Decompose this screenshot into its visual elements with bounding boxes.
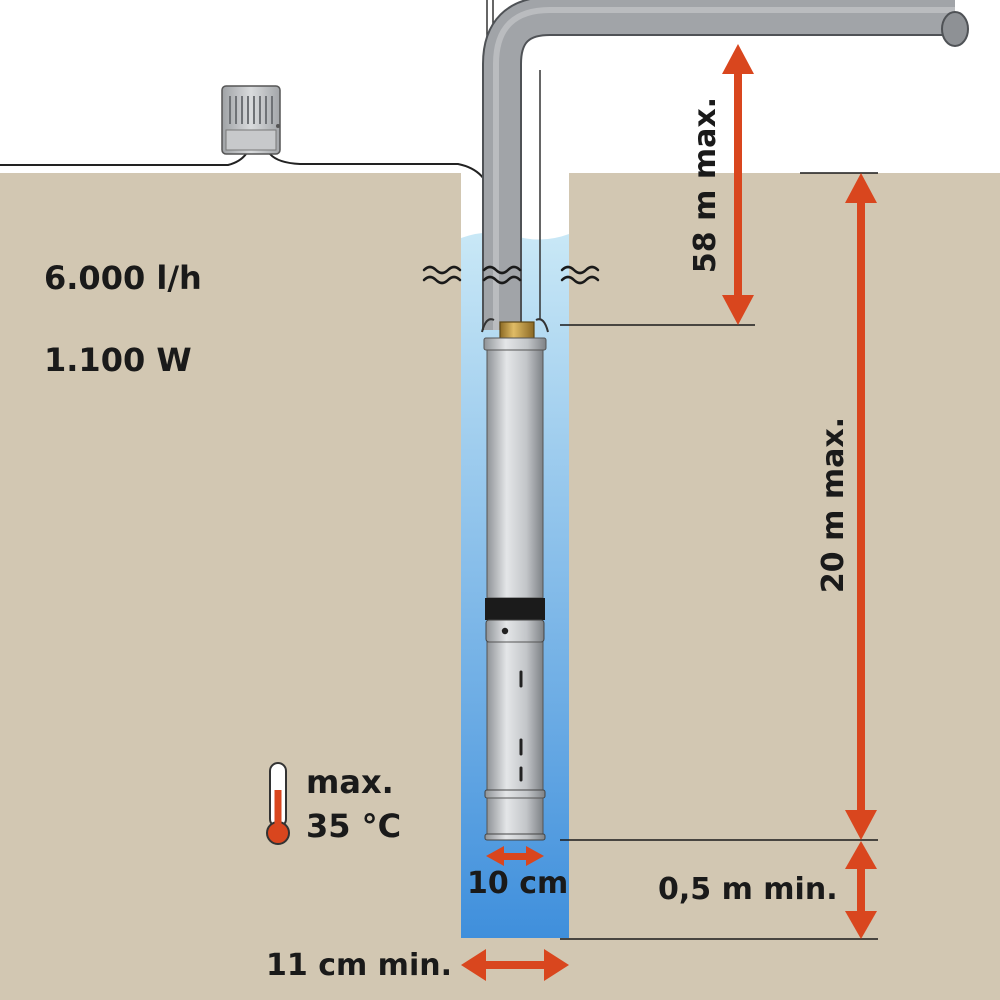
pump-motor-section (486, 641, 544, 791)
temperature-max-label: max. (306, 763, 394, 801)
min-well-diameter-label: 11 cm min. (266, 948, 452, 983)
arrow-05m (845, 841, 877, 939)
pump-intake-band (485, 598, 545, 620)
arrow-11cm (461, 949, 569, 981)
flow-rate-label: 6.000 l/h (44, 259, 202, 297)
arrow-10cm (486, 846, 544, 866)
power-label: 1.100 W (44, 341, 192, 379)
submersible-pump (481, 318, 549, 841)
water-level-marker (422, 265, 600, 285)
soil-right (569, 173, 1000, 1000)
arrow-20m (845, 173, 877, 840)
reference-lines (560, 172, 878, 940)
ground (0, 173, 1000, 1000)
min-bottom-clearance-label: 0,5 m min. (658, 872, 838, 907)
dimension-arrows (461, 44, 877, 981)
immersion-depth-label: 20 m max. (816, 416, 851, 594)
pump-diameter-label: 10 cm (467, 866, 569, 901)
control-box (221, 85, 281, 155)
temperature-value-label: 35 °C (306, 807, 402, 845)
pipe-outlet (941, 11, 969, 47)
arrow-58m (722, 44, 754, 325)
pressure-head-label: 58 m max. (688, 96, 723, 274)
thermometer-icon (266, 762, 290, 845)
pump-hydraulic-section (486, 349, 544, 599)
soil-left (0, 173, 461, 1000)
riser-pipe (482, 0, 969, 330)
